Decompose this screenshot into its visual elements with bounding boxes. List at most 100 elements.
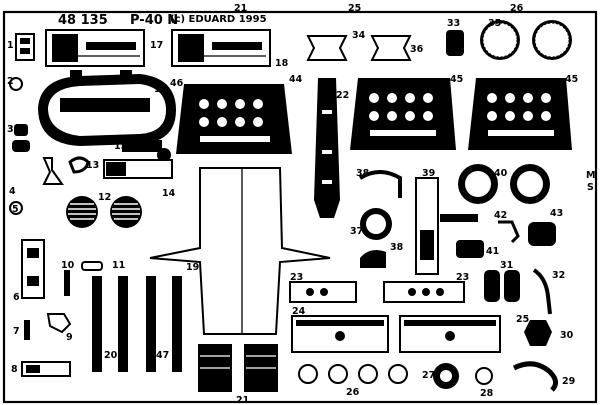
label-part-23-left: 23 xyxy=(290,272,303,283)
fret-frame xyxy=(2,10,598,404)
label-part-3: 3 xyxy=(7,124,14,135)
part-21-bottom xyxy=(198,344,278,392)
part-38-top xyxy=(358,170,402,198)
part-26-bottom xyxy=(298,364,408,384)
part-2 xyxy=(9,77,23,91)
label-part-12: 12 xyxy=(98,192,111,203)
label-part-26-bottom: 26 xyxy=(346,387,360,398)
part-9 xyxy=(46,313,72,334)
part-22 xyxy=(314,78,340,218)
part-29 xyxy=(512,361,558,392)
label-part-18: 18 xyxy=(275,58,289,69)
label-part-20: 20 xyxy=(104,350,118,361)
label-part-2: 2 xyxy=(7,76,14,87)
label-part-45-b: 45 xyxy=(565,74,578,85)
part-12 xyxy=(66,196,142,228)
part-8 xyxy=(21,361,71,377)
part-39 xyxy=(415,177,478,275)
label-part-43: 43 xyxy=(550,208,563,219)
part-19 xyxy=(149,167,331,335)
label-part-32: 32 xyxy=(552,270,565,281)
part-23-right xyxy=(383,281,465,303)
label-part-14: 14 xyxy=(162,188,176,199)
label-part-25-top: 25 xyxy=(348,3,361,14)
label-part-30: 30 xyxy=(560,330,574,341)
part-17 xyxy=(45,29,145,67)
label-part-6: 6 xyxy=(13,292,20,303)
part-45-b xyxy=(468,78,572,150)
label-part-11: 11 xyxy=(112,260,125,271)
part-35 xyxy=(480,20,572,60)
label-part-39: 39 xyxy=(422,168,435,179)
label-part-34: 34 xyxy=(352,30,366,41)
label-part-9: 9 xyxy=(66,332,73,343)
part-14 xyxy=(103,159,173,179)
label-part-1: 1 xyxy=(7,40,14,51)
part-11 xyxy=(81,261,103,271)
part-40 xyxy=(458,164,550,204)
part-43 xyxy=(528,222,556,246)
label-part-8: 8 xyxy=(11,364,18,375)
label-part-41: 41 xyxy=(486,246,499,257)
part-16 xyxy=(38,70,176,146)
part-27 xyxy=(433,363,459,389)
label-part-46: 46 xyxy=(170,78,184,89)
label-part-21-bottom: 21 xyxy=(236,395,249,405)
label-part-24: 24 xyxy=(292,306,306,317)
label-part-33: 33 xyxy=(447,18,460,29)
label-part-19: 19 xyxy=(186,262,199,273)
label-part-31: 31 xyxy=(500,260,513,271)
label-part-42: 42 xyxy=(494,210,507,221)
label-part-38-mid: 38 xyxy=(390,242,404,253)
part-30 xyxy=(524,320,552,346)
part-45-a xyxy=(350,78,456,150)
label-part-26-right: 26 xyxy=(510,3,524,14)
label-part-23-right: 23 xyxy=(456,272,469,283)
part-1 xyxy=(15,33,35,61)
part-44 xyxy=(176,84,292,154)
part-13 xyxy=(68,156,90,174)
label-part-22: 22 xyxy=(336,90,349,101)
label-part-25: 25 xyxy=(516,314,529,325)
part-3 xyxy=(12,124,30,152)
side-mark-s: S xyxy=(587,182,594,193)
label-part-40: 40 xyxy=(494,168,508,179)
label-part-47: 47 xyxy=(156,350,169,361)
label-part-28: 28 xyxy=(480,388,494,399)
part-24 xyxy=(291,315,501,353)
part-31 xyxy=(484,270,520,302)
label-part-35: 35 xyxy=(488,18,501,29)
label-part-13: 13 xyxy=(86,160,99,171)
label-part-5: 5 xyxy=(12,204,19,215)
part-15 xyxy=(122,140,171,162)
label-part-36: 36 xyxy=(410,44,424,55)
label-part-44: 44 xyxy=(289,74,303,85)
part-34 xyxy=(306,35,412,61)
part-5 xyxy=(9,201,23,215)
part-32 xyxy=(532,268,552,315)
part-4 xyxy=(42,157,64,185)
part-10 xyxy=(64,270,70,296)
part-28 xyxy=(475,367,493,385)
model-name: P-40 N xyxy=(130,13,178,28)
part-7 xyxy=(24,320,30,340)
label-part-7: 7 xyxy=(13,326,20,337)
part-47 xyxy=(146,276,182,372)
label-part-17: 17 xyxy=(150,40,163,51)
copyright: (c) EDUARD 1995 xyxy=(170,14,267,25)
part-37 xyxy=(360,208,392,240)
part-20 xyxy=(92,276,128,372)
part-23-left xyxy=(289,281,357,303)
label-part-27: 27 xyxy=(422,370,435,381)
label-part-29: 29 xyxy=(562,376,575,387)
label-part-45-a: 45 xyxy=(450,74,463,85)
label-part-37: 37 xyxy=(350,226,363,237)
part-36 xyxy=(360,250,386,268)
part-33 xyxy=(446,30,464,56)
label-part-21-top: 21 xyxy=(234,3,247,14)
label-part-10: 10 xyxy=(61,260,75,271)
label-part-38-top: 38 xyxy=(356,168,370,179)
set-number: 48 135 xyxy=(58,13,108,28)
